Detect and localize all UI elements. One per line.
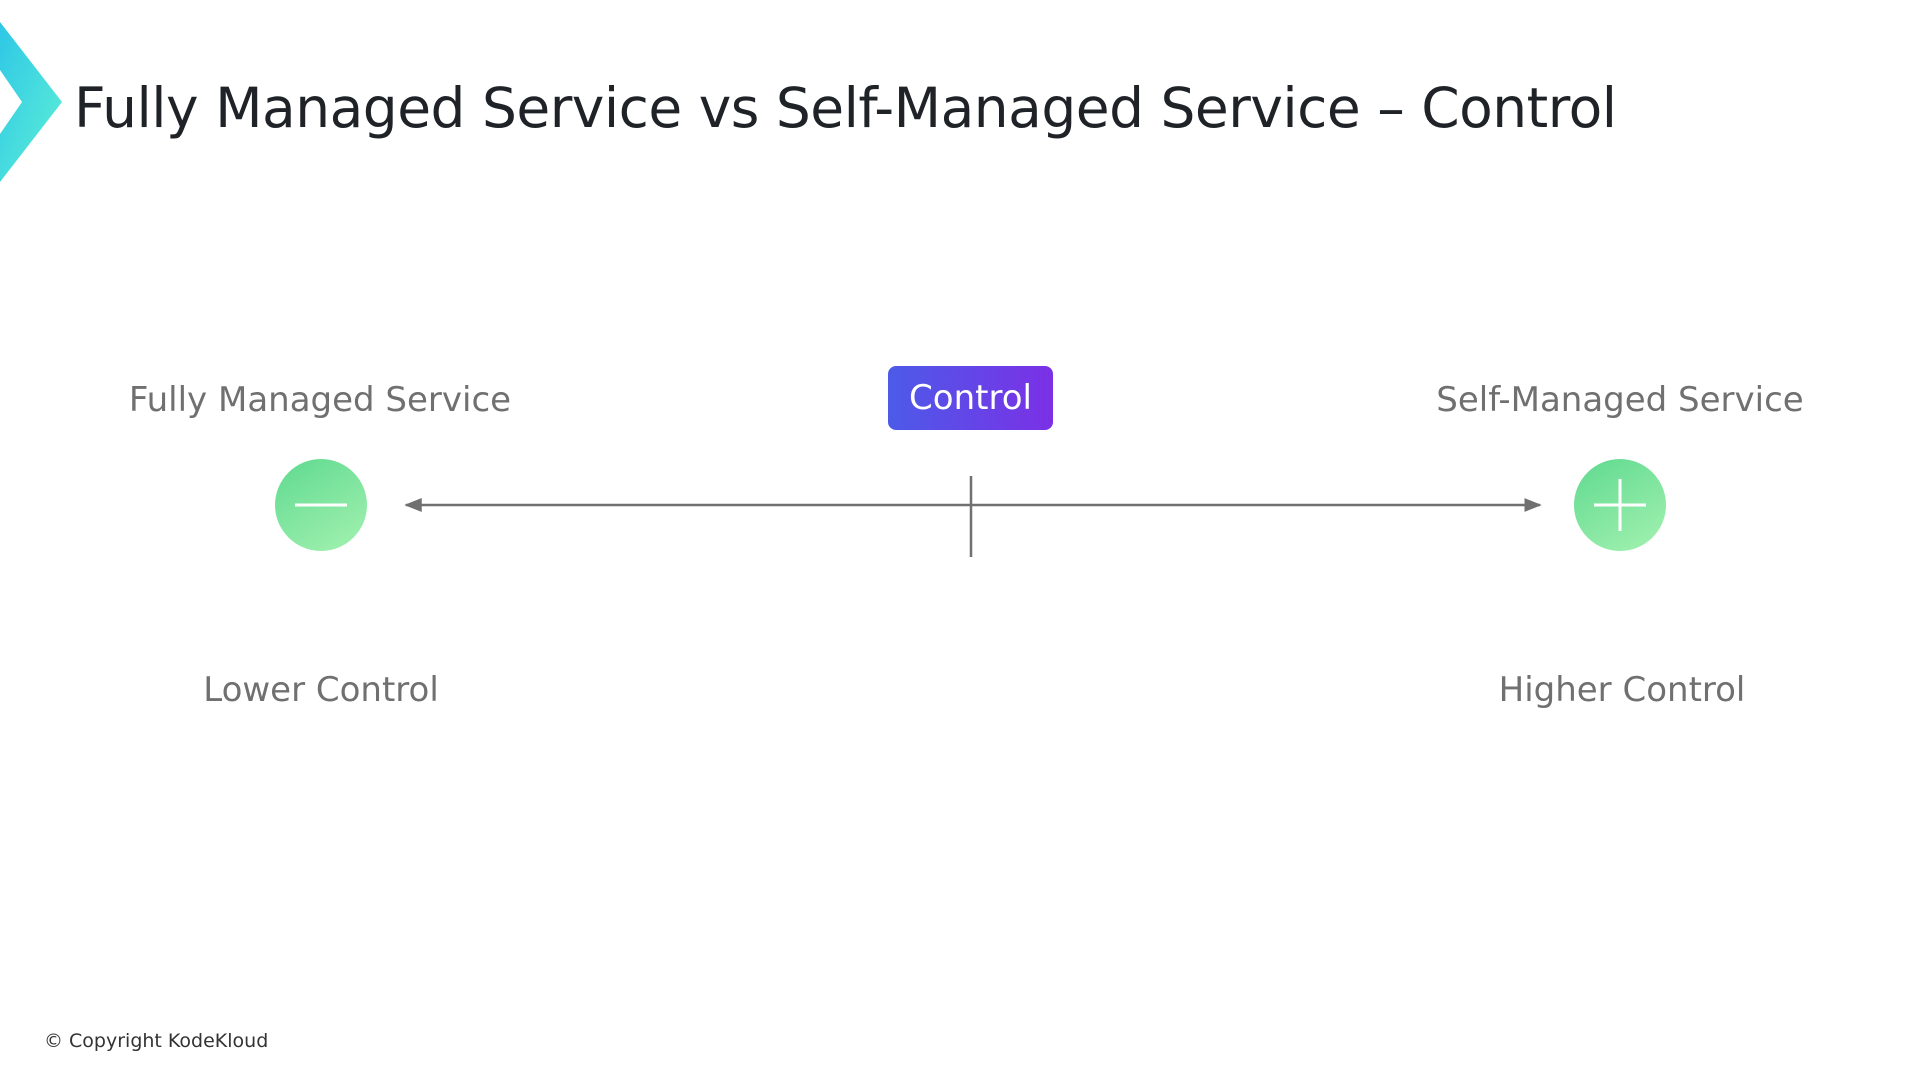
control-badge-label: Control bbox=[909, 378, 1032, 418]
brand-chevron-logo bbox=[0, 22, 62, 182]
slide-title: Fully Managed Service vs Self-Managed Se… bbox=[74, 76, 1617, 140]
lower-control-label: Lower Control bbox=[203, 670, 439, 710]
minus-circle bbox=[275, 459, 367, 551]
minus-icon bbox=[295, 503, 347, 507]
control-badge: Control bbox=[888, 366, 1053, 430]
copyright-footer: © Copyright KodeKloud bbox=[44, 1030, 269, 1052]
self-managed-label: Self-Managed Service bbox=[1436, 380, 1804, 420]
plus-icon bbox=[1594, 479, 1646, 531]
higher-control-label: Higher Control bbox=[1498, 670, 1746, 710]
fully-managed-label: Fully Managed Service bbox=[128, 380, 512, 420]
plus-circle bbox=[1574, 459, 1666, 551]
